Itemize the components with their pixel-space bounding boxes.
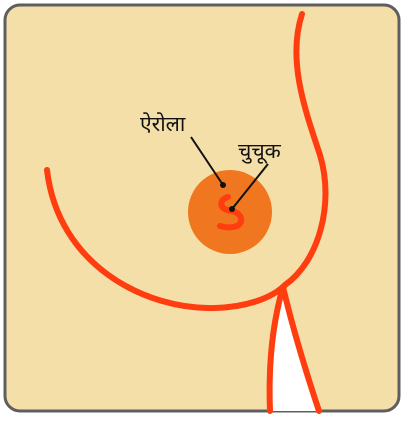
- areola-pointer-dot: [220, 182, 226, 188]
- nipple-shape: [217, 194, 245, 231]
- nipple-pointer-dot: [229, 206, 235, 212]
- chest-outline: [266, 284, 286, 414]
- nipple-pointer-line: [231, 163, 269, 210]
- nipple-label: चुचूक: [238, 139, 282, 164]
- arm-outline: [280, 284, 322, 414]
- breast-side-outline: [282, 11, 329, 288]
- areola-pointer-line: [190, 136, 224, 186]
- areola-label: ऐरोला: [140, 112, 186, 136]
- breast-lower-outline: [44, 167, 288, 312]
